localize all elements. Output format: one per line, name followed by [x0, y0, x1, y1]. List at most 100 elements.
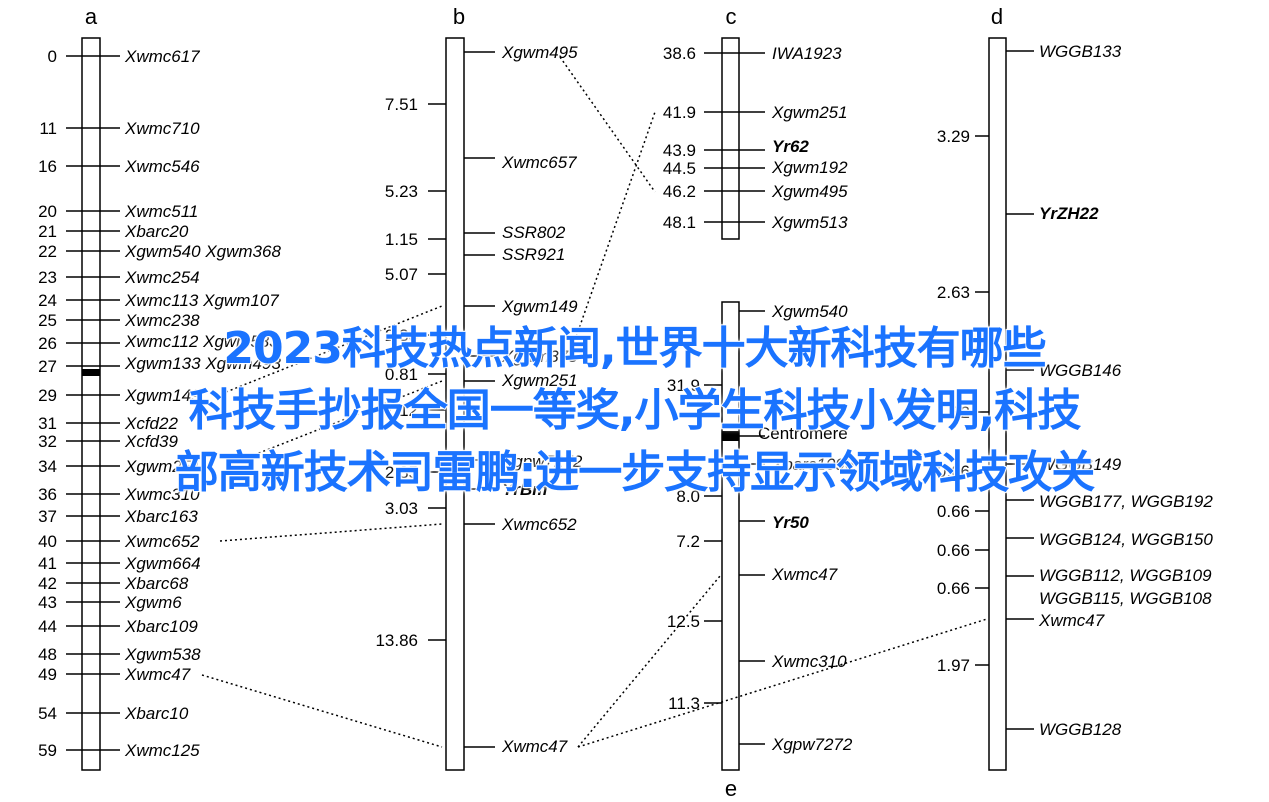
position-e-0: 31.9 — [667, 376, 700, 395]
position-e-2: 7.2 — [676, 532, 700, 551]
position-a-6: 23 — [38, 268, 57, 287]
position-c-3: 44.5 — [663, 159, 696, 178]
position-b-9: 13.86 — [375, 631, 418, 650]
marker-e-0-label: Xgwm540 — [771, 302, 848, 321]
marker-d-0-label: WGGB133 — [1039, 42, 1122, 61]
marker-d-6-label: WGGB112, WGGB109 — [1039, 566, 1212, 585]
chromosome-b-markers: Xgwm495Xwmc657SSR802SSR921Xgwm149Xgwm375… — [375, 43, 582, 756]
marker-a-16-label: Xbarc163 — [124, 507, 198, 526]
connector-xwmc47-a-b — [201, 674, 443, 748]
marker-c-5-label: Xgwm513 — [771, 213, 848, 232]
marker-a-11-label: Xgwm149 — [124, 386, 201, 405]
position-a-17: 40 — [38, 532, 57, 551]
connector-xgwm149-a-b — [225, 305, 443, 393]
position-d-7: 1.97 — [937, 656, 970, 675]
position-a-22: 48 — [38, 645, 57, 664]
position-e-3: 12.5 — [667, 612, 700, 631]
position-a-15: 36 — [38, 485, 57, 504]
marker-a-18-label: Xgwm664 — [124, 554, 201, 573]
marker-b-10-label: Xwmc47 — [501, 737, 568, 756]
marker-b-1-label: Xwmc657 — [501, 153, 577, 172]
marker-a-15-label: Xwmc310 — [124, 485, 200, 504]
centromere-e — [722, 431, 739, 441]
position-d-2: 1.32 — [937, 403, 970, 422]
marker-c-2-label: Yr62 — [772, 137, 809, 156]
position-b-3: 5.07 — [385, 265, 418, 284]
position-a-5: 22 — [38, 242, 57, 261]
connector-xwmc652-a-b — [219, 523, 443, 542]
marker-d-2-label: WGGB146 — [1039, 361, 1122, 380]
connector-xwmc47-b-d — [577, 618, 988, 748]
marker-a-10-label: Xgwm133 Xgwm493 — [124, 354, 281, 373]
position-d-1: 2.63 — [937, 283, 970, 302]
marker-a-9-label: Xwmc112 Xgwm533 — [124, 332, 279, 351]
position-a-10: 27 — [38, 357, 57, 376]
marker-e-3-label: Yr50 — [772, 513, 809, 532]
position-a-13: 32 — [38, 432, 57, 451]
chromosome-label-a: a — [85, 4, 98, 29]
chromosome-bar-b — [445, 37, 465, 771]
centromere-a — [82, 369, 100, 376]
position-a-23: 49 — [38, 665, 57, 684]
marker-d-4-label: WGGB177, WGGB192 — [1039, 492, 1213, 511]
marker-a-14-label: Xgwm251 — [124, 457, 201, 476]
position-a-20: 43 — [38, 593, 57, 612]
position-a-19: 42 — [38, 574, 57, 593]
marker-a-23-label: Xwmc47 — [124, 665, 191, 684]
position-d-0: 3.29 — [937, 127, 970, 146]
position-d-4: 0.66 — [937, 502, 970, 521]
position-a-0: 0 — [48, 47, 57, 66]
marker-b-2-label: SSR802 — [502, 223, 566, 242]
marker-c-3-label: Xgwm192 — [771, 158, 848, 177]
position-a-9: 26 — [38, 334, 57, 353]
position-c-4: 46.2 — [663, 182, 696, 201]
position-a-24: 54 — [38, 704, 57, 723]
position-a-21: 44 — [38, 617, 57, 636]
position-c-0: 38.6 — [663, 44, 696, 63]
marker-b-7-label: Xgpw7272 — [501, 452, 583, 471]
position-a-12: 31 — [38, 414, 57, 433]
chromosome-c-markers: IWA192338.6Xgwm25141.9Yr6243.9Xgwm19244.… — [663, 44, 848, 232]
marker-e-1-label: Centromere — [758, 424, 848, 443]
marker-d-7-label: WGGB115, WGGB108 — [1039, 589, 1212, 608]
marker-a-13-label: Xcfd39 — [124, 432, 178, 451]
marker-a-5-label: Xgwm540 Xgwm368 — [124, 242, 281, 261]
position-a-16: 37 — [38, 507, 57, 526]
position-a-25: 59 — [38, 741, 57, 760]
marker-b-4-label: Xgwm149 — [501, 297, 578, 316]
position-c-2: 43.9 — [663, 141, 696, 160]
marker-a-6-label: Xwmc254 — [124, 268, 200, 287]
marker-a-24-label: Xbarc10 — [124, 704, 189, 723]
position-d-3: 0.66 — [937, 462, 970, 481]
position-b-1: 5.23 — [385, 182, 418, 201]
marker-a-8-label: Xwmc238 — [124, 311, 200, 330]
connector-xgwm251-a-b — [225, 380, 443, 467]
marker-d-9-label: WGGB128 — [1039, 720, 1122, 739]
position-a-8: 25 — [38, 311, 57, 330]
chromosome-bar-d — [988, 37, 1007, 771]
marker-a-1-label: Xwmc710 — [124, 119, 200, 138]
position-b-7: 2.35 — [385, 463, 418, 482]
marker-a-17-label: Xwmc652 — [124, 532, 200, 551]
marker-b-9-label: Xwmc652 — [501, 515, 577, 534]
chromosome-bar-e — [721, 301, 740, 771]
position-a-14: 34 — [38, 457, 57, 476]
chromosome-bar-a — [81, 37, 101, 771]
marker-b-8-label: YrBm — [502, 480, 547, 499]
marker-e-5-label: Xwmc310 — [771, 652, 847, 671]
marker-d-1-label: YrZH22 — [1039, 204, 1099, 223]
position-c-5: 48.1 — [663, 213, 696, 232]
connector-xwmc47-b-e — [577, 575, 721, 748]
position-b-0: 7.51 — [385, 95, 418, 114]
chromosome-label-e: e — [725, 776, 737, 801]
marker-b-5-label: Xgwm375 — [501, 347, 578, 366]
marker-d-3-label: WGGB149 — [1039, 455, 1122, 474]
chromosome-a-markers: Xwmc6170Xwmc71011Xwmc54616Xwmc51120Xbarc… — [38, 47, 281, 760]
marker-d-5-label: WGGB124, WGGB150 — [1039, 530, 1213, 549]
marker-c-1-label: Xgwm251 — [771, 103, 848, 122]
marker-e-4-label: Xwmc47 — [771, 565, 838, 584]
connector-lines — [201, 56, 988, 748]
position-a-3: 20 — [38, 202, 57, 221]
